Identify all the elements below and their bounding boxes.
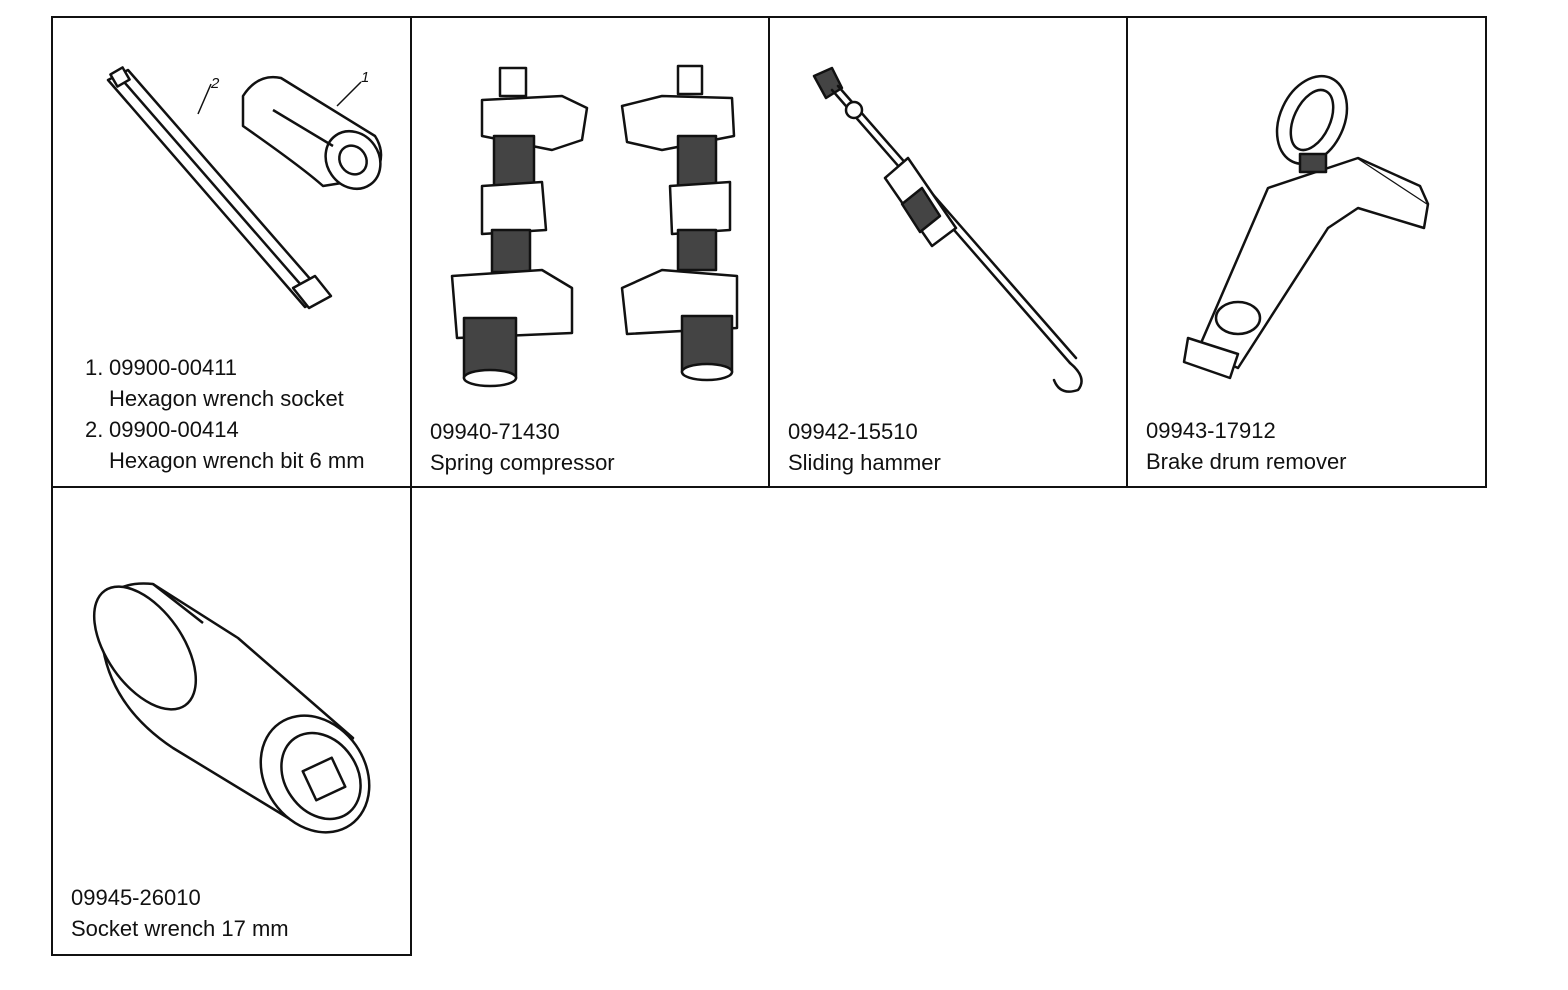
part-number: 09900-00414 — [109, 417, 239, 442]
tool-cell-spring-compressor: 09940-71430 Spring compressor — [410, 16, 771, 488]
brake-drum-remover-illustration — [1182, 74, 1430, 380]
part-number: 09945-26010 — [71, 885, 201, 910]
tool-name: Hexagon wrench socket — [109, 386, 344, 411]
callout-1: 1 — [361, 69, 369, 86]
tool-name: Spring compressor — [430, 450, 615, 475]
tool-caption: 09942-15510 Sliding hammer — [788, 416, 941, 478]
part-number: 09940-71430 — [430, 419, 560, 444]
tool-caption: 09940-71430 Spring compressor — [430, 416, 615, 478]
socket-wrench-illustration — [92, 582, 371, 834]
hexagon-wrench-illustration: 2 1 — [106, 66, 383, 310]
tool-caption: 09945-26010 Socket wrench 17 mm — [71, 882, 289, 944]
tool-name: Hexagon wrench bit 6 mm — [109, 448, 365, 473]
tool-cell-brake-drum-remover: 09943-17912 Brake drum remover — [1126, 16, 1487, 488]
tool-cell-sliding-hammer: 09942-15510 Sliding hammer — [768, 16, 1129, 488]
callout-2: 2 — [210, 75, 220, 92]
tool-name: Brake drum remover — [1146, 449, 1347, 474]
tool-name: Socket wrench 17 mm — [71, 916, 289, 941]
tool-name: Sliding hammer — [788, 450, 941, 475]
sliding-hammer-illustration — [812, 66, 1083, 393]
tool-cell-hexagon-wrench: 2 1 1.09900-00411 Hexagon wrench socket … — [51, 16, 412, 488]
tool-caption: 1.09900-00411 Hexagon wrench socket 2.09… — [85, 352, 365, 476]
item-index: 2. — [85, 417, 104, 442]
item-index: 1. — [85, 355, 104, 380]
tool-caption: 09943-17912 Brake drum remover — [1146, 415, 1347, 477]
part-number: 09943-17912 — [1146, 418, 1276, 443]
spring-compressor-illustration — [450, 64, 739, 388]
part-number: 09942-15510 — [788, 419, 918, 444]
part-number: 09900-00411 — [109, 355, 238, 380]
tool-cell-socket-wrench: 09945-26010 Socket wrench 17 mm — [51, 486, 412, 956]
